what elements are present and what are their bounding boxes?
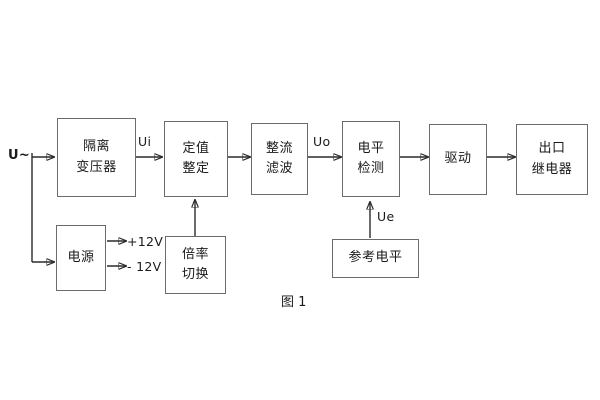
signal-ue-label: Ue	[377, 209, 395, 224]
block-output-relay-line2: 继电器	[531, 161, 573, 177]
block-power-supply[interactable]: 电源	[56, 225, 106, 291]
block-isolation-transformer-line1: 隔离	[82, 139, 110, 155]
block-setting-adjust-line1: 定值	[182, 140, 210, 156]
block-drive[interactable]: 驱动	[429, 124, 487, 195]
block-drive-line1: 驱动	[444, 151, 472, 167]
signal-uo-label: Uo	[313, 134, 331, 149]
block-level-detection[interactable]: 电平 检测	[342, 121, 400, 197]
block-rectify-filter-line1: 整流	[265, 140, 293, 156]
block-power-supply-line1: 电源	[67, 249, 95, 265]
block-multiplier-switch-line1: 倍率	[181, 246, 209, 262]
block-output-relay-line1: 出口	[538, 141, 566, 157]
input-voltage-label: U~	[8, 148, 31, 163]
block-isolation-transformer-line2: 变压器	[76, 159, 117, 175]
block-level-detection-line1: 电平	[357, 140, 385, 156]
block-rectify-filter[interactable]: 整流 滤波	[251, 123, 308, 195]
block-reference-level-line1: 参考电平	[348, 250, 403, 266]
block-isolation-transformer[interactable]: 隔离 变压器	[57, 118, 136, 197]
figure-caption: 图 1	[281, 295, 307, 310]
block-output-relay[interactable]: 出口 继电器	[516, 124, 588, 195]
block-reference-level[interactable]: 参考电平	[332, 239, 419, 278]
rail-positive-label: +12V	[127, 234, 164, 249]
block-multiplier-switch-line2: 切换	[181, 267, 209, 282]
block-level-detection-line2: 检测	[357, 161, 385, 176]
signal-ui-label: Ui	[138, 134, 152, 149]
rail-negative-label: - 12V	[127, 259, 162, 274]
block-setting-adjust[interactable]: 定值 整定	[164, 121, 228, 197]
block-multiplier-switch[interactable]: 倍率 切换	[165, 236, 226, 294]
block-rectify-filter-line2: 滤波	[265, 161, 293, 176]
block-setting-adjust-line2: 整定	[182, 161, 210, 176]
